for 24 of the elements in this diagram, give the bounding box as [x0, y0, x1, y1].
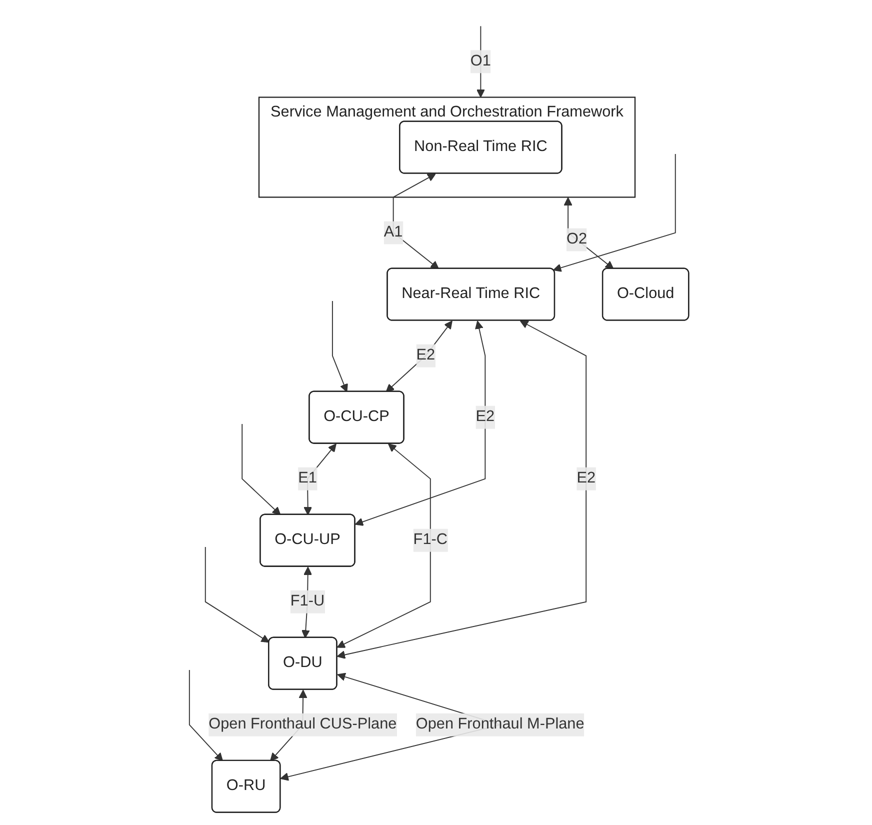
- edge-label: O1: [470, 53, 492, 70]
- arrow: [337, 320, 587, 659]
- edge-label: F1-C: [414, 532, 448, 548]
- arrow: [205, 546, 270, 643]
- arrow: [393, 173, 440, 270]
- arrow: [386, 320, 453, 392]
- arrow: [189, 670, 224, 762]
- edge-label: A1: [384, 224, 404, 240]
- arrow: [304, 444, 337, 516]
- arrow: [332, 300, 348, 392]
- arrow: [564, 197, 614, 270]
- arrow: [553, 153, 676, 272]
- arrow: [355, 320, 486, 526]
- edge-label: E2: [416, 347, 436, 364]
- edge-label: Open Fronthaul M-Plane: [416, 716, 585, 733]
- edge-label: F1-U: [290, 593, 325, 610]
- arrow: [337, 444, 432, 648]
- edge-label: E2: [577, 470, 596, 486]
- arrow: [476, 26, 486, 98]
- edge-label: Open Fronthaul CUS-Plane: [208, 716, 398, 733]
- edge-label: O2: [566, 231, 588, 248]
- arrow: [242, 424, 282, 516]
- edge-label: E1: [298, 470, 318, 486]
- edge-label: E2: [476, 408, 495, 425]
